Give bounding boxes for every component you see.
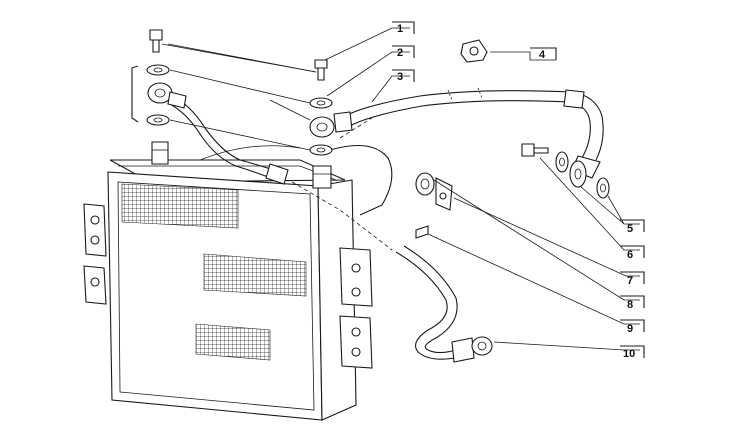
left-mounting-brackets xyxy=(83,203,107,305)
clamp-assembly xyxy=(415,172,453,239)
callout-label-3: 3 xyxy=(397,71,403,83)
callout-8: 8 xyxy=(620,295,645,311)
callout-7: 7 xyxy=(620,271,645,287)
callout-9: 9 xyxy=(620,319,645,335)
leader-lines xyxy=(167,27,640,351)
callout-4: 4 xyxy=(530,47,557,61)
callout-label-6: 6 xyxy=(627,249,633,261)
callout-2: 2 xyxy=(392,45,415,59)
washer-upper xyxy=(146,64,170,76)
callout-label-1: 1 xyxy=(397,23,403,35)
exploded-view-lines xyxy=(161,43,393,251)
washer-right-lower xyxy=(309,144,333,156)
oil-cooler-radiator xyxy=(83,141,393,421)
callout-6: 6 xyxy=(620,245,645,261)
callout-label-2: 2 xyxy=(397,47,403,59)
fan-shroud xyxy=(329,145,393,216)
callout-label-10: 10 xyxy=(623,348,635,360)
callout-labels: 1 2 3 4 5 6 7 8 xyxy=(392,21,645,360)
banjo-bolt-left xyxy=(149,29,163,41)
washer-lower xyxy=(146,114,170,126)
callout-label-7: 7 xyxy=(627,275,633,287)
callout-10: 10 xyxy=(620,345,645,360)
right-mounting-brackets xyxy=(339,247,373,369)
callout-label-9: 9 xyxy=(627,323,633,335)
clamp-screw xyxy=(415,225,429,239)
cooler-fittings xyxy=(151,141,332,189)
callout-label-5: 5 xyxy=(627,223,633,235)
mesh-patch-middle xyxy=(203,253,307,297)
mesh-patch-top xyxy=(121,183,239,229)
mesh-patch-bottom xyxy=(195,323,271,361)
hose-clip xyxy=(460,39,488,63)
banjo-fitting-right xyxy=(309,116,335,138)
banjo-bolt-right xyxy=(314,59,328,69)
upper-left-bolt-assembly xyxy=(131,29,173,126)
callout-1: 1 xyxy=(392,21,415,35)
upper-right-bolt-assembly xyxy=(309,59,335,156)
lower-banjo-fitting xyxy=(471,336,493,356)
shroud-top-curve xyxy=(199,145,301,161)
clamp-ring xyxy=(415,172,435,196)
callout-3: 3 xyxy=(392,69,415,83)
callout-label-8: 8 xyxy=(627,299,633,311)
short-hose-left xyxy=(167,91,289,185)
callout-5: 5 xyxy=(620,219,645,235)
washer-right-upper xyxy=(309,97,333,109)
lower-oil-hose xyxy=(395,245,493,363)
callout-label-4: 4 xyxy=(539,49,546,61)
right-banjo-bolt-and-washers xyxy=(521,143,610,199)
